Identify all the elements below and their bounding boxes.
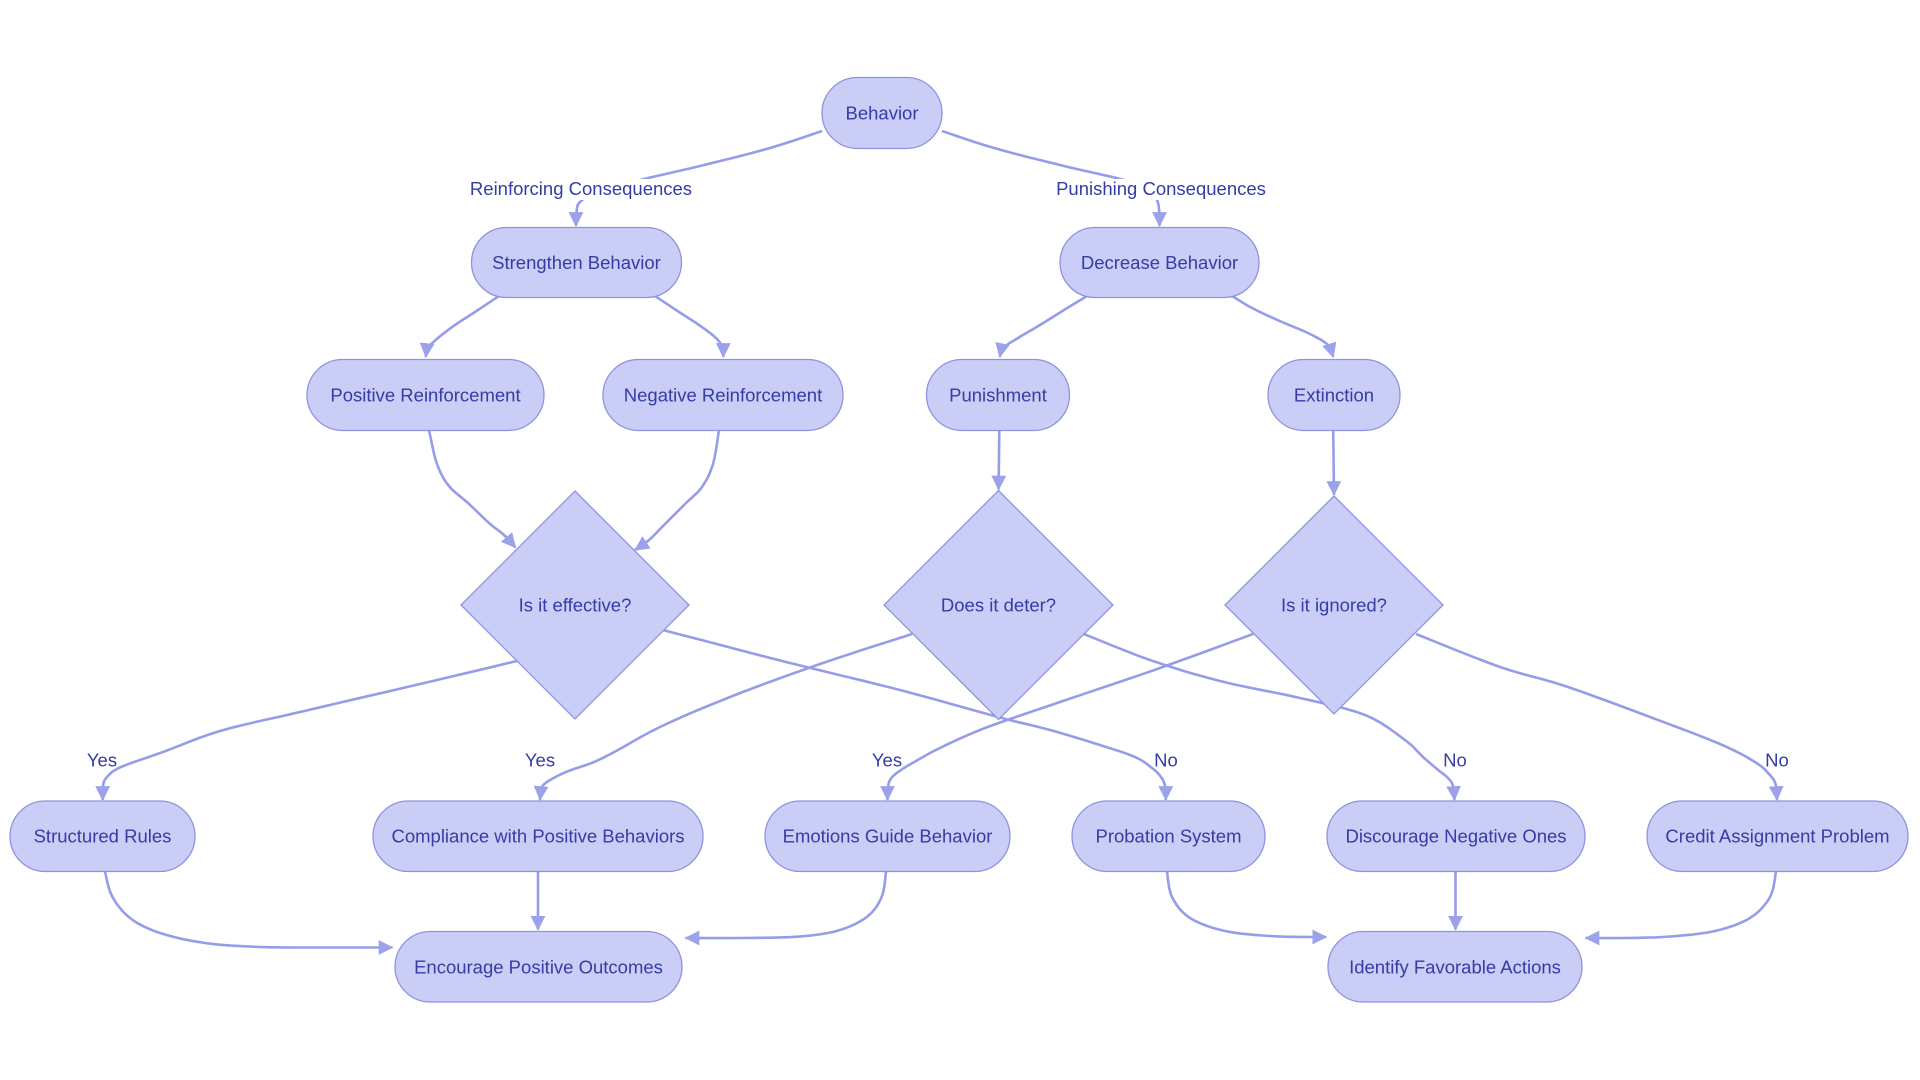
svg-text:Probation System: Probation System [1095,826,1241,847]
svg-text:Punishing Consequences: Punishing Consequences [1056,178,1266,199]
svg-text:Does it deter?: Does it deter? [941,595,1056,616]
svg-text:Extinction: Extinction [1294,385,1374,406]
svg-text:No: No [1154,750,1178,771]
svg-text:No: No [1443,750,1467,771]
svg-text:No: No [1765,750,1789,771]
svg-text:Identify Favorable Actions: Identify Favorable Actions [1349,957,1561,978]
svg-text:Encourage Positive Outcomes: Encourage Positive Outcomes [414,957,663,978]
svg-text:Negative Reinforcement: Negative Reinforcement [624,385,822,406]
svg-text:Yes: Yes [87,750,117,771]
svg-text:Positive Reinforcement: Positive Reinforcement [330,385,520,406]
svg-text:Is it effective?: Is it effective? [519,595,632,616]
svg-text:Structured Rules: Structured Rules [34,826,172,847]
svg-text:Emotions Guide Behavior: Emotions Guide Behavior [783,826,993,847]
svg-text:Decrease Behavior: Decrease Behavior [1081,252,1238,273]
svg-text:Behavior: Behavior [845,103,918,124]
svg-text:Discourage Negative Ones: Discourage Negative Ones [1345,826,1566,847]
svg-text:Compliance with Positive Behav: Compliance with Positive Behaviors [391,826,684,847]
svg-text:Punishment: Punishment [949,385,1047,406]
svg-text:Yes: Yes [525,750,555,771]
svg-text:Yes: Yes [872,750,902,771]
svg-text:Strengthen Behavior: Strengthen Behavior [492,252,661,273]
svg-text:Credit Assignment Problem: Credit Assignment Problem [1665,826,1889,847]
svg-text:Is it ignored?: Is it ignored? [1281,595,1387,616]
svg-text:Reinforcing Consequences: Reinforcing Consequences [470,178,692,199]
